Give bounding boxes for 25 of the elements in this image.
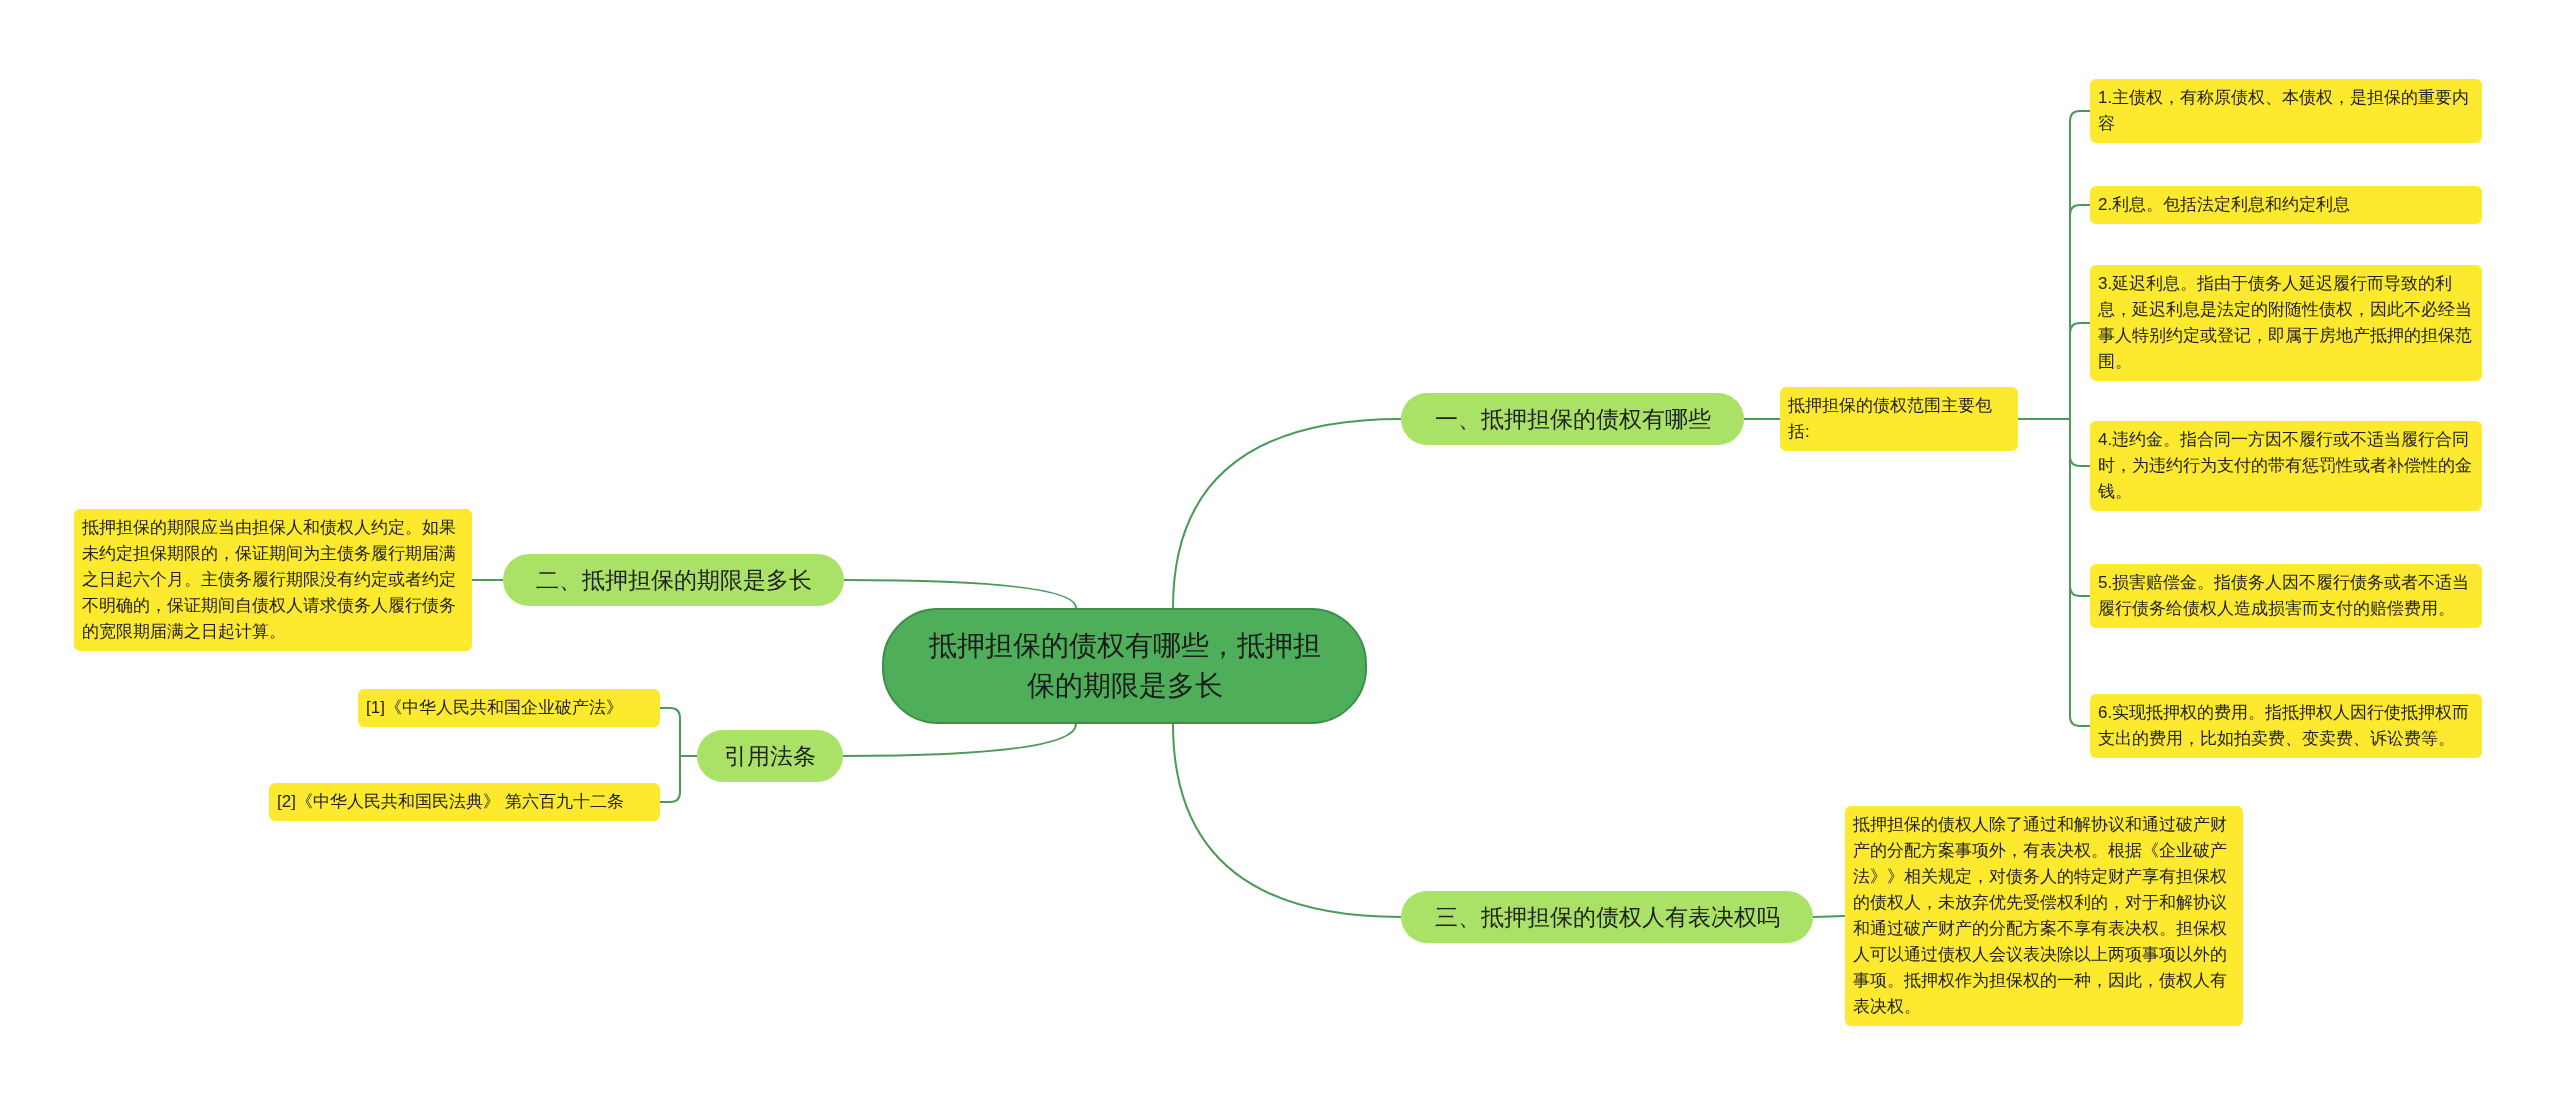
- central-topic: 抵押担保的债权有哪些，抵押担保的期限是多长: [882, 608, 1367, 724]
- note-box: 抵押担保的债权人除了通过和解协议和通过破产财产的分配方案事项外，有表决权。根据《企业破产法》》相关规定，对债务人的特定财产享有担保权的债权人，未放弃优先受偿权利的，对于和解协议和通过破产财产的分配方案不享有表决权。担保权人可以通过债权人会议表决除以上两项事项以外的事项。抵押权作为担保权的一种，因此，债权人有表决权。: [1845, 806, 2243, 1026]
- note-box: 3.延迟利息。指由于债务人延迟履行而导致的利息，延迟利息是法定的附随性债权，因此不必经当事人特别约定或登记，即属于房地产抵押的担保范围。: [2090, 265, 2482, 381]
- note-box: 1.主债权，有称原债权、本债权，是担保的重要内容: [2090, 79, 2482, 143]
- branch-topic: 二、抵押担保的期限是多长: [503, 554, 844, 606]
- branch-topic: 一、抵押担保的债权有哪些: [1401, 393, 1744, 445]
- connector-line: [1812, 915, 1846, 918]
- connector-line: [1172, 723, 1402, 918]
- branch-topic: 三、抵押担保的债权人有表决权吗: [1401, 891, 1813, 943]
- connector-line: [843, 579, 1077, 609]
- note-box: 2.利息。包括法定利息和约定利息: [2090, 186, 2482, 224]
- note-box: 抵押担保的债权范围主要包括:: [1780, 387, 2018, 451]
- connector-line: [659, 755, 698, 803]
- branch-topic: 引用法条: [697, 730, 843, 782]
- note-box: 6.实现抵押权的费用。指抵押权人因行使抵押权而支出的费用，比如拍卖费、变卖费、诉讼费等。: [2090, 694, 2482, 758]
- connector-line: [1172, 418, 1402, 609]
- note-box: 抵押担保的期限应当由担保人和债权人约定。如果未约定担保期限的，保证期间为主债务履行期届满之日起六个月。主债务履行期限没有约定或者约定不明确的，保证期间自债权人请求债务人履行债务的宽限期届满之日起计算。: [74, 509, 472, 651]
- connector-line: [1743, 418, 1781, 420]
- note-box: 4.违约金。指合同一方因不履行或不适当履行合同时，为违约行为支付的带有惩罚性或者补偿性的金钱。: [2090, 421, 2482, 511]
- note-box: 5.损害赔偿金。指债务人因不履行债务或者不适当履行债务给债权人造成损害而支付的赔偿费用。: [2090, 564, 2482, 628]
- connector-line: [842, 723, 1077, 757]
- connector-line: [2017, 418, 2091, 727]
- connector-line: [471, 579, 504, 581]
- note-box: [2]《中华人民共和国民法典》 第六百九十二条: [269, 783, 660, 821]
- note-box: [1]《中华人民共和国企业破产法》: [358, 689, 660, 727]
